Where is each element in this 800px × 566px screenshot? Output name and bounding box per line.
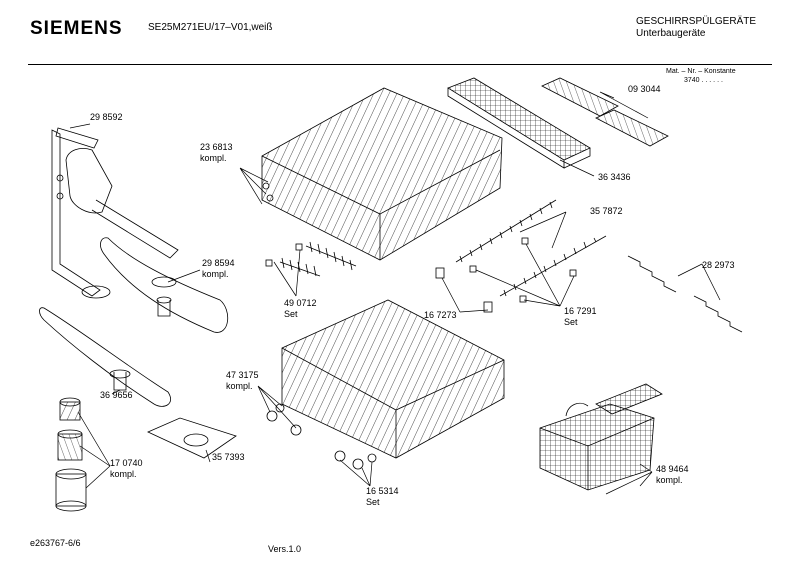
- part-label-167273: 16 7273: [424, 310, 457, 321]
- part-number: 28 2973: [702, 260, 735, 270]
- basket-wheels: [266, 403, 377, 470]
- part-number: 16 7291: [564, 306, 597, 316]
- filter-assembly: [55, 397, 87, 512]
- part-number: 29 8592: [90, 112, 123, 122]
- part-number: 35 7872: [590, 206, 623, 216]
- part-number: 29 8594: [202, 258, 235, 268]
- part-number: 09 3044: [628, 84, 661, 94]
- part-label-236813: 23 6813 kompl.: [200, 142, 233, 164]
- part-number: 49 0712: [284, 298, 317, 308]
- part-label-489464: 48 9464 kompl.: [656, 464, 689, 486]
- part-label-357393: 35 7393: [212, 452, 245, 463]
- part-suffix: kompl.: [110, 469, 137, 479]
- cutlery-tray: [447, 77, 591, 169]
- brand-logo: SIEMENS: [30, 18, 123, 39]
- part-label-369656: 36 9656: [100, 390, 133, 401]
- part-number: 36 9656: [100, 390, 133, 400]
- part-number: 48 9464: [656, 464, 689, 474]
- part-label-298594: 29 8594 kompl.: [202, 258, 235, 280]
- part-suffix: Set: [564, 317, 578, 327]
- part-label-170740: 17 0740 kompl.: [110, 458, 143, 480]
- part-suffix: Set: [284, 309, 298, 319]
- upper-basket: [261, 87, 503, 261]
- lower-basket: [281, 299, 505, 459]
- version-label: Vers.1.0: [268, 544, 302, 554]
- subcategory-title: Unterbaugeräte: [636, 28, 706, 39]
- part-number: 17 0740: [110, 458, 143, 468]
- part-suffix: Set: [366, 497, 380, 507]
- part-label-490712: 49 0712 Set: [284, 298, 317, 320]
- material-note-value: 3740 . . . . . .: [684, 77, 723, 84]
- part-label-357872: 35 7872: [590, 206, 623, 217]
- part-number: 16 5314: [366, 486, 399, 496]
- upper-spray-arm: [100, 237, 228, 333]
- cup-racks: [541, 77, 669, 147]
- filter-plate: [147, 417, 237, 459]
- part-label-093044: 09 3044: [628, 84, 661, 95]
- part-number: 47 3175: [226, 370, 259, 380]
- rack-steps: [627, 255, 743, 333]
- part-suffix: kompl.: [202, 269, 229, 279]
- model-number: SE25M271EU/17–V01,weiß: [148, 22, 273, 33]
- part-label-167291: 16 7291 Set: [564, 306, 597, 328]
- part-number: 35 7393: [212, 452, 245, 462]
- part-label-282973: 28 2973: [702, 260, 735, 271]
- category-title: GESCHIRRSPÜLGERÄTE: [636, 16, 757, 27]
- leader-lines: [69, 91, 721, 495]
- document-id: e263767-6/6: [30, 538, 81, 548]
- part-label-165314: 16 5314 Set: [366, 486, 399, 508]
- part-label-363436: 36 3436: [598, 172, 631, 183]
- material-note-label: Mat. – Nr. – Konstante: [666, 68, 736, 75]
- supply-pipe: [51, 127, 179, 299]
- header-rule: [28, 64, 772, 65]
- small-rack-set: [265, 241, 357, 277]
- cutlery-basket: [539, 383, 663, 491]
- part-number: 23 6813: [200, 142, 233, 152]
- part-number: 16 7273: [424, 310, 457, 320]
- plate-rack-combs: [435, 199, 607, 313]
- part-suffix: kompl.: [200, 153, 227, 163]
- part-suffix: kompl.: [226, 381, 253, 391]
- part-label-473175: 47 3175 kompl.: [226, 370, 259, 392]
- part-suffix: kompl.: [656, 475, 683, 485]
- part-label-298592: 29 8592: [90, 112, 123, 123]
- part-number: 36 3436: [598, 172, 631, 182]
